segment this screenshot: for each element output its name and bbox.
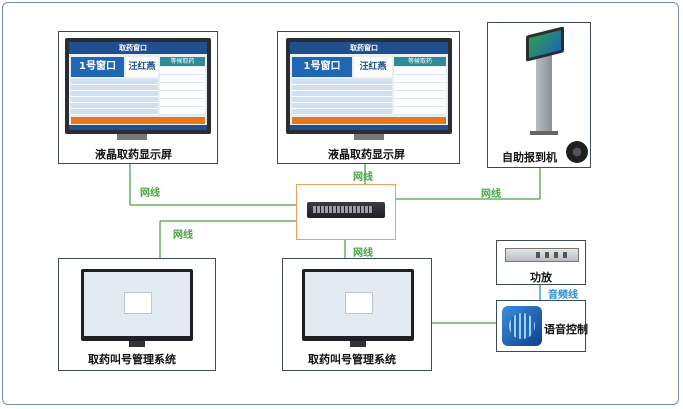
monitor-stand	[350, 341, 366, 347]
window-number: 1号窗口	[292, 57, 352, 77]
called-list	[71, 79, 158, 115]
current-name: 汪红燕	[354, 57, 392, 77]
screen-footer	[69, 125, 207, 130]
globe-icon	[509, 313, 535, 339]
window-number: 1号窗口	[71, 57, 124, 77]
monitor-screen	[305, 272, 411, 336]
kiosk-screen	[526, 26, 564, 62]
link-label-audio: 音频线	[548, 290, 578, 301]
speaker-icon	[566, 141, 588, 163]
diagram-frame	[2, 2, 679, 405]
kiosk-body	[536, 43, 552, 133]
screen-title: 取药窗口	[119, 44, 147, 52]
link-label-lcd-right: 网线	[353, 172, 373, 183]
monitor-screen	[84, 272, 190, 336]
pc-left-label: 取药叫号管理系统	[88, 353, 176, 366]
amplifier-box: 功放	[496, 240, 586, 285]
screen-ticker	[292, 117, 446, 124]
pc-right-box: 取药叫号管理系统	[282, 258, 432, 371]
screen-title: 取药窗口	[350, 44, 378, 52]
lcd-monitor: 取药窗口 1号窗口 汪红燕 等候取药	[286, 38, 452, 134]
lcd-screen: 取药窗口 1号窗口 汪红燕 等候取药	[290, 42, 448, 130]
link-label-kiosk: 网线	[481, 189, 501, 200]
pc-left-box: 取药叫号管理系统	[58, 258, 216, 371]
current-name: 汪红燕	[126, 57, 158, 77]
lcd-display-left-box: 取药窗口 1号窗口 汪红燕 等候取药 液晶取药显示屏	[58, 31, 218, 164]
screen-ticker	[71, 117, 205, 124]
lcd-stand	[354, 134, 384, 140]
voice-control-box: 语音控制	[496, 300, 588, 352]
link-label-pc-right: 网线	[353, 248, 373, 259]
pc-right-label: 取药叫号管理系统	[308, 353, 396, 366]
waiting-header: 等候取药	[394, 57, 446, 66]
voice-control-label: 语音控制	[544, 323, 588, 336]
waiting-list	[160, 67, 205, 115]
self-checkin-kiosk-box: 自助报到机	[487, 22, 591, 168]
network-switch-box	[296, 184, 396, 240]
network-switch-icon	[307, 202, 385, 218]
switch-ports	[313, 206, 373, 213]
waiting-list	[394, 67, 446, 115]
screen-header: 取药窗口	[69, 42, 207, 54]
amplifier-label: 功放	[530, 271, 552, 284]
voice-control-icon	[502, 306, 542, 346]
login-panel	[345, 292, 373, 314]
amplifier-icon	[505, 248, 579, 262]
link-label-pc-left: 网线	[173, 230, 193, 241]
lcd-right-label: 液晶取药显示屏	[328, 148, 405, 161]
amplifier-knobs	[536, 252, 572, 258]
lcd-screen: 取药窗口 1号窗口 汪红燕 等候取药	[69, 42, 207, 130]
login-panel	[124, 292, 152, 314]
monitor-icon	[302, 269, 414, 341]
lcd-display-right-box: 取药窗口 1号窗口 汪红燕 等候取药 液晶取药显示屏	[277, 31, 460, 164]
lcd-left-label: 液晶取药显示屏	[95, 148, 172, 161]
kiosk-label: 自助报到机	[502, 151, 557, 164]
lcd-monitor: 取药窗口 1号窗口 汪红燕 等候取药	[65, 38, 211, 134]
screen-header: 取药窗口	[290, 42, 448, 54]
called-list	[292, 79, 392, 115]
kiosk-display	[529, 30, 561, 58]
waiting-header: 等候取药	[160, 57, 205, 66]
kiosk-base	[530, 131, 558, 135]
monitor-icon	[81, 269, 193, 341]
screen-footer	[290, 125, 448, 130]
lcd-stand	[117, 134, 147, 140]
link-label-lcd-left: 网线	[140, 188, 160, 199]
monitor-stand	[129, 341, 145, 347]
